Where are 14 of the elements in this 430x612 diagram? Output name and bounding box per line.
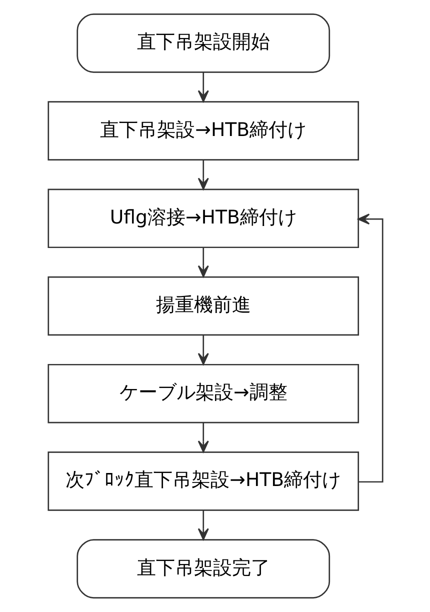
node-box: ケーブル架設→調整 xyxy=(47,364,359,424)
node-box: Uflg溶接→HTB締付け xyxy=(47,188,359,248)
node-box: 直下吊架設開始 xyxy=(76,14,330,73)
arrow xyxy=(197,335,208,365)
node-box: 次ﾌﾞﾛｯｸ直下吊架設→HTB締付け xyxy=(47,452,359,511)
arrow xyxy=(197,72,208,102)
node-box: 直下吊架設完了 xyxy=(76,539,330,598)
arrow xyxy=(197,510,208,540)
arrow xyxy=(197,160,208,190)
node-box: 揚重機前進 xyxy=(47,276,359,336)
arrow xyxy=(357,214,383,483)
node-box: 直下吊架設→HTB締付け xyxy=(47,101,359,160)
arrow xyxy=(197,248,208,278)
arrow xyxy=(197,422,208,453)
